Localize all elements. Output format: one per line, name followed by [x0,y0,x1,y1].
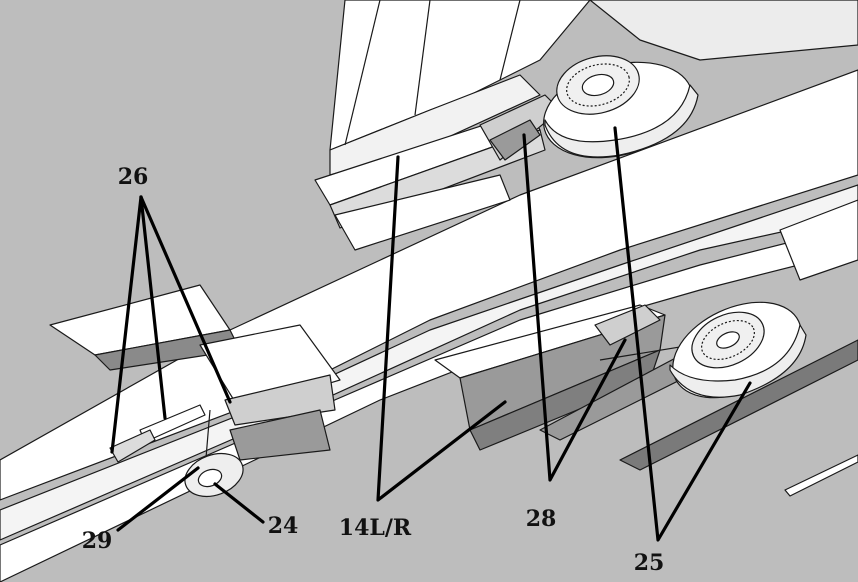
upper-wing [329,0,858,176]
leader-28 [522,133,627,482]
nose-gear [109,404,244,498]
callout-29: 29 [82,528,113,554]
callout-24: 24 [268,513,299,539]
leader-29 [116,466,200,532]
callout-labels: 26 29 24 14L/R 28 25 [82,164,665,576]
nose-gear-doors [49,284,341,461]
callout-14L-R: 14L/R [339,515,412,541]
leader-25 [613,126,752,542]
callout-25: 25 [634,550,665,576]
main-wheel-upper [543,55,699,159]
leader-14 [376,155,507,502]
right-panel [619,199,858,497]
leader-24 [213,482,265,524]
gear-door-upper [314,109,546,251]
gear-strut-upper [479,94,561,161]
leader-26-a [110,195,143,454]
callout-28: 28 [526,506,557,532]
leader-lines [110,126,752,542]
main-wheel-lower [669,301,807,399]
leader-26-c [139,195,232,404]
leader-26-b [139,195,167,420]
fuselage [0,69,858,582]
callout-26: 26 [118,164,149,190]
